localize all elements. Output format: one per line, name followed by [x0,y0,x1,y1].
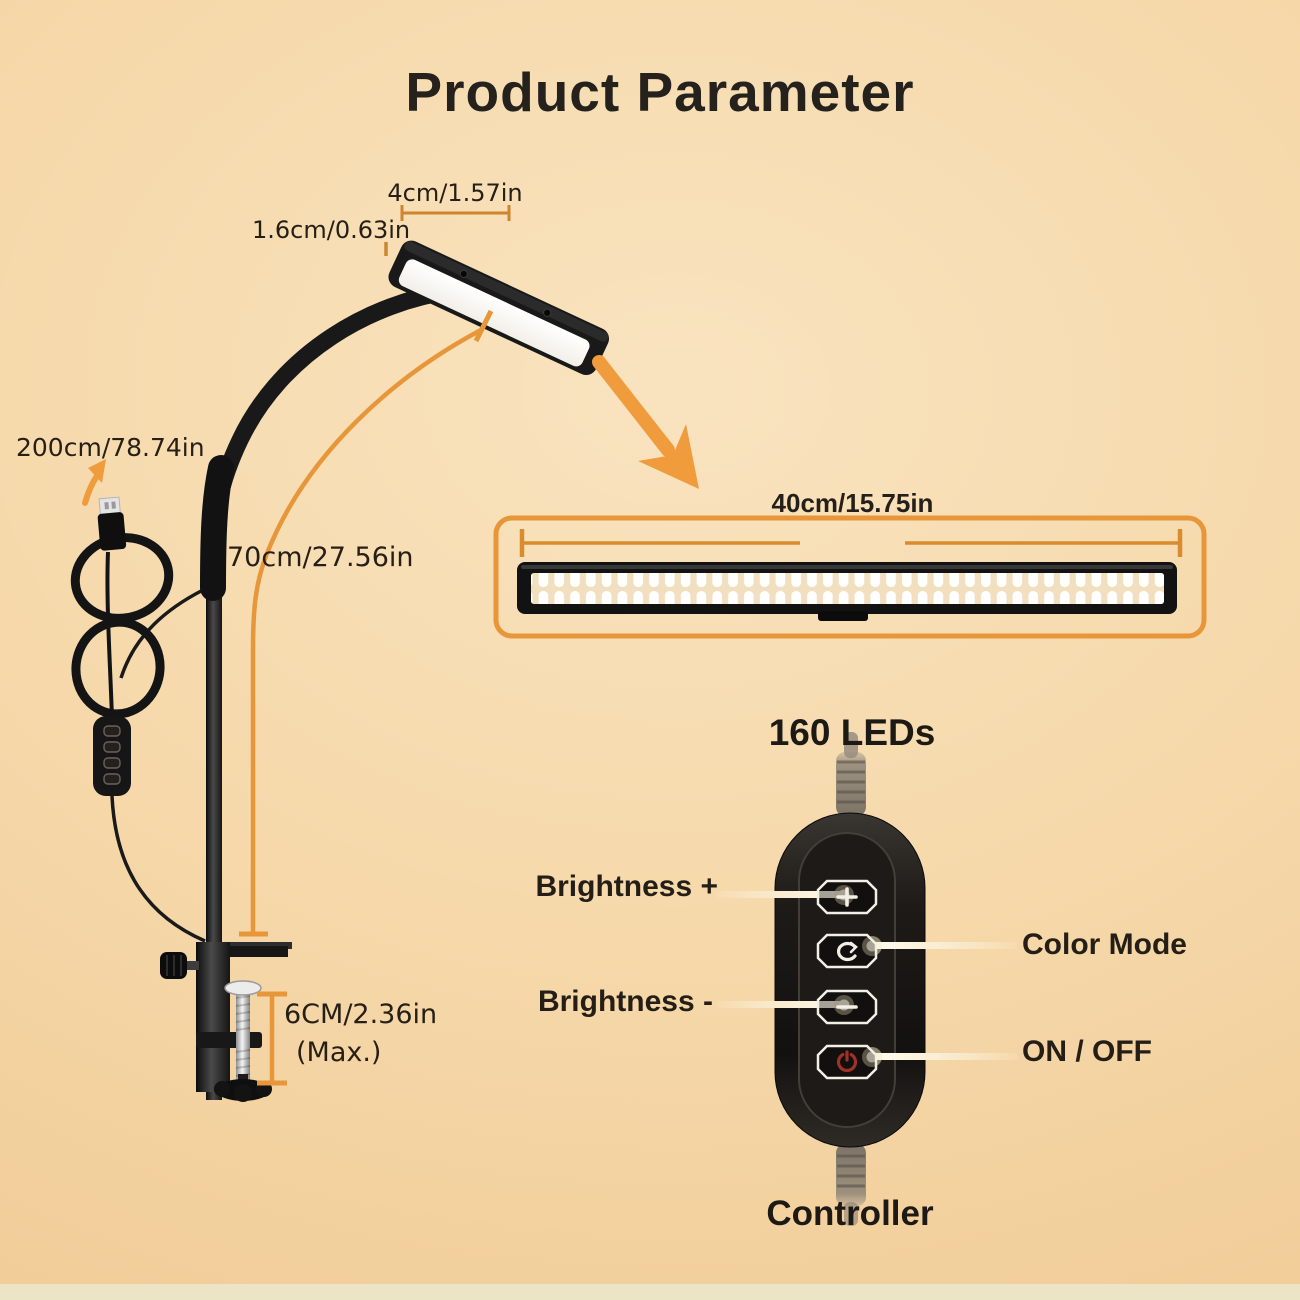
arm-height-label: 70cm/27.56in [227,542,414,573]
brightness-up-label: Brightness + [535,870,718,903]
bottom-strip [0,1284,1300,1300]
power-icon [836,1050,858,1073]
led-bar-frame [493,515,1207,639]
color-cycle-icon [837,941,858,962]
head-width-label: 4cm/1.57in [387,179,523,207]
desk-lamp-illustration [70,205,610,1102]
brightness-down-button [816,989,878,1025]
clamp-screw [214,980,272,1102]
cable-length-arrow-icon [82,459,106,506]
led-bar-tab [818,611,868,621]
clamp-opening-note: (Max.) [296,1037,382,1068]
head-screw-icon [459,269,468,278]
cable-length-label: 200cm/78.74in [16,433,205,462]
led-bar-panel [493,515,1207,639]
controller-face [798,832,896,1128]
controller-illustration [716,732,1018,1226]
lamp-wire [119,588,204,679]
lamp-head [388,240,610,376]
gooseneck-sleeve [200,455,234,601]
led-width-dimension [519,529,1183,557]
plus-icon [836,887,858,907]
beam-on-off [868,1053,1018,1060]
brightness-up-button [816,879,878,915]
usb-cable-coil [70,533,174,719]
controller-cable-top [836,752,866,816]
clamp-screw-knob [214,1074,272,1102]
led-count-label: 160 LEDs [768,712,936,753]
power-button [816,1044,878,1080]
head-thickness-label: 1.6cm/0.63in [252,216,411,244]
arrow-to-led-bar-icon [592,355,699,489]
inline-remote [93,716,131,796]
led-light-bar [517,562,1177,621]
led-bar-width-label: 40cm/15.75in [771,488,934,518]
usb-plug [97,496,127,551]
lamp-wire-lower [110,795,206,943]
head-width-dimension [400,205,511,221]
brightness-down-label: Brightness - [537,985,713,1018]
color-mode-label: Color Mode [1022,928,1187,961]
beam-color-mode [868,942,1018,949]
controller-caption: Controller [766,1194,934,1233]
lamp-gooseneck [205,282,461,571]
desk-clamp [160,942,292,1102]
beam-brightness-down [716,1001,848,1008]
head-screw-icon [543,308,552,317]
clamp-opening-label: 6CM/2.36in [284,999,438,1030]
on-off-label: ON / OFF [1022,1035,1152,1068]
page-title: Product Parameter [405,61,915,123]
arm-height-dimension [239,309,494,937]
clamp-opening-dimension [257,991,287,1086]
beam-brightness-up [716,891,848,898]
color-mode-button [816,933,878,969]
